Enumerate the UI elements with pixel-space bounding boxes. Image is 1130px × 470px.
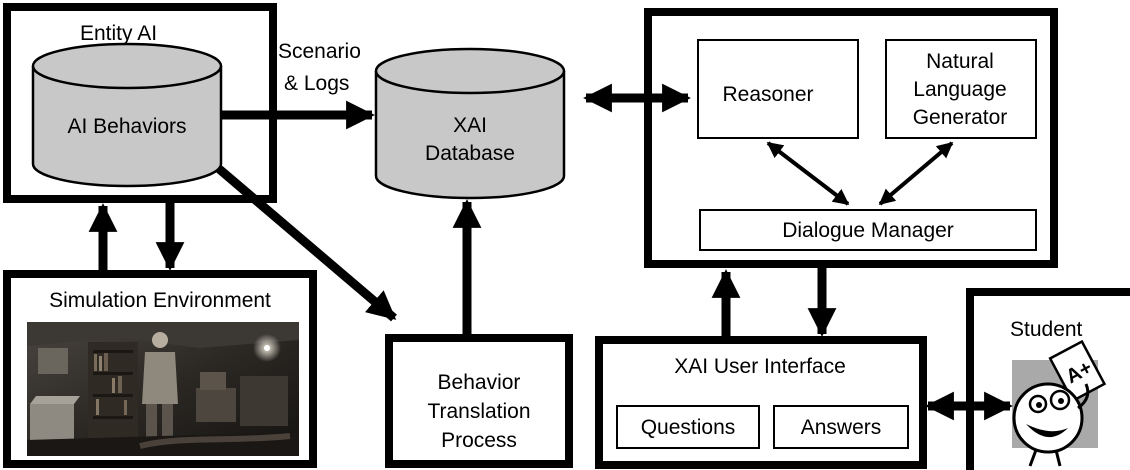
nlg-line1: Natural	[926, 50, 994, 73]
entity-ai-title: Entity AI	[80, 22, 157, 45]
behavior-translation-box: Behavior Translation Process	[385, 334, 573, 468]
xai-database-cylinder	[374, 47, 566, 200]
xai-db-line1: XAI	[453, 114, 487, 137]
dialogue-manager-label: Dialogue Manager	[782, 219, 954, 242]
dialogue-manager-box	[699, 209, 1037, 251]
xai-explainer-box: Reasoner Natural Language Generator Dial…	[644, 8, 1058, 268]
ui-title: XAI User Interface	[674, 355, 846, 378]
ai-behaviors-label: AI Behaviors	[67, 115, 186, 138]
xai-user-interface-box: XAI User Interface Questions Answers	[595, 336, 927, 469]
questions-label: Questions	[641, 416, 736, 439]
nlg-line3: Generator	[913, 106, 1008, 129]
ai-behaviors-cylinder	[31, 42, 223, 188]
answers-label: Answers	[801, 416, 882, 439]
flow-arrows	[88, 83, 1013, 421]
entity-ai-box: Entity AI AI Behaviors	[3, 3, 277, 203]
questions-box	[616, 405, 760, 449]
scenario-label: Scenario	[278, 40, 361, 63]
nlg-box	[885, 39, 1037, 139]
simulation-title: Simulation Environment	[49, 289, 271, 312]
student-title: Student	[1010, 318, 1083, 341]
logs-label: & Logs	[284, 72, 349, 95]
simulation-scene-image	[27, 322, 299, 456]
arrow-behaviors-to-translation	[215, 164, 397, 322]
answers-box	[773, 405, 909, 449]
simulation-environment-box: Simulation Environment	[3, 270, 317, 468]
reasoner-label: Reasoner	[722, 83, 813, 106]
xai-db-line2: Database	[425, 142, 515, 165]
behavior-line3: Process	[441, 429, 517, 452]
student-icon: A+	[1012, 339, 1107, 467]
reasoner-box	[697, 39, 859, 139]
behavior-line1: Behavior	[438, 371, 521, 394]
nlg-line2: Language	[913, 78, 1006, 101]
arrow-reasoner-dialogue	[766, 141, 850, 206]
behavior-line2: Translation	[427, 400, 530, 423]
arrow-nlg-dialogue	[878, 141, 954, 206]
